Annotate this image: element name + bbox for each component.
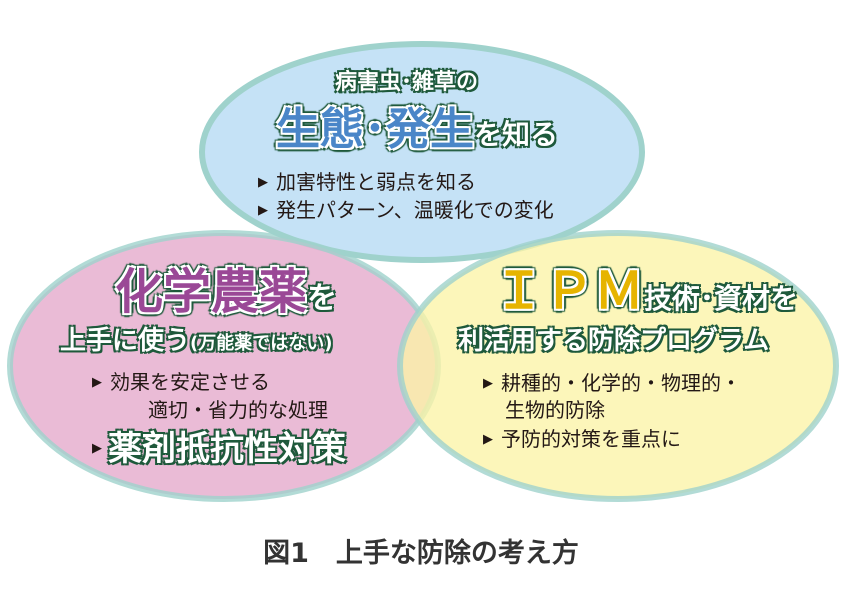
triangle-bullet-icon: ▶: [483, 432, 493, 447]
list-item: ▶耕種的・化学的・物理的・: [483, 371, 741, 395]
list-item-continuation: 適切・省力的な処理: [148, 398, 328, 422]
ipm-title-suffix: 技術･資材を: [644, 282, 799, 315]
triangle-bullet-icon: ▶: [92, 441, 102, 456]
list-item: ▶加害特性と弱点を知る: [258, 170, 476, 194]
list-item-continuation: 生物的防除: [505, 398, 605, 422]
ecology-title-suffix: を知る: [474, 118, 559, 151]
ecology-title-main: 生態･発生: [276, 104, 474, 155]
triangle-bullet-icon: ▶: [483, 376, 493, 391]
triangle-bullet-icon: ▶: [258, 175, 268, 190]
chemical-title-suffix: を: [307, 281, 338, 316]
chemical-title: 化学農薬を: [115, 268, 337, 316]
ipm-line2: 利活用する防除プログラム: [458, 326, 770, 356]
list-item: ▶発生パターン、温暖化での変化: [258, 198, 554, 222]
triangle-bullet-icon: ▶: [258, 203, 268, 218]
circle-ecology: [199, 41, 645, 263]
list-item: ▶ 薬剤抵抗性対策: [92, 432, 346, 466]
circle-ipm: [397, 230, 839, 502]
ecology-title: 生態･発生を知る: [276, 108, 558, 152]
resistance-emphasis: 薬剤抵抗性対策: [108, 429, 346, 469]
chemical-title-main: 化学農薬: [115, 264, 308, 320]
ipm-title-main: ＩＰＭ: [494, 262, 644, 320]
triangle-bullet-icon: ▶: [92, 375, 102, 390]
ecology-subtitle: 病害虫･雑草の: [335, 70, 479, 95]
figure-caption: 図1 上手な防除の考え方: [263, 538, 579, 569]
list-item: ▶予防的対策を重点に: [483, 427, 681, 451]
list-item: ▶効果を安定させる: [92, 370, 270, 394]
ipm-title: ＩＰＭ技術･資材を: [494, 266, 798, 316]
chemical-line2: 上手に使う(万能薬ではない): [60, 326, 333, 356]
